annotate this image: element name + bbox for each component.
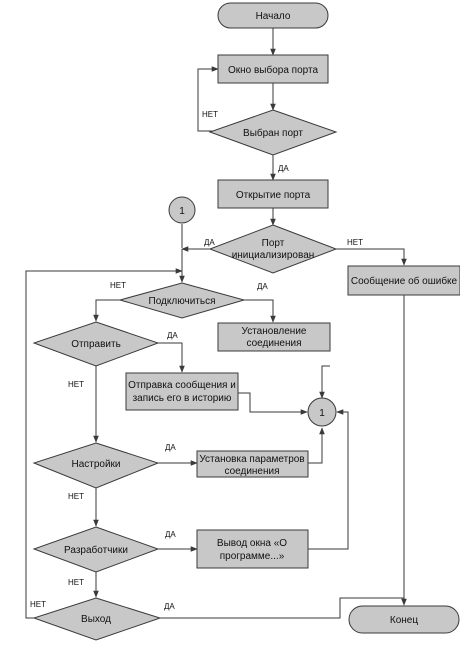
label-no-settings: НЕТ (68, 492, 84, 501)
exit-decision: Выход (32, 597, 162, 641)
label-no-dev: НЕТ (68, 578, 84, 587)
connector-mid-text: 1 (319, 408, 325, 419)
label-no-port: НЕТ (202, 110, 218, 119)
label-no-exit: НЕТ (30, 600, 46, 609)
label-yes-dev: ДА (165, 530, 176, 539)
label-yes-port: ДА (278, 164, 289, 173)
about-text-2: программе...» (220, 551, 285, 562)
start-text: Начало (256, 11, 291, 22)
label-yes-settings: ДА (165, 443, 176, 452)
edge-connect-yes-to-establish (244, 299, 276, 323)
edge-connect-no-to-send (93, 299, 120, 322)
developers-text: Разработчики (64, 544, 128, 556)
settings-decision: Настройки (32, 442, 160, 489)
set-params-text-1: Установка параметров (199, 454, 304, 465)
open-port-process: Открытие порта (217, 179, 329, 209)
label-no-connect: НЕТ (110, 281, 126, 290)
start-terminal: Начало (217, 2, 329, 29)
edge-send-msg-to-connector (238, 392, 308, 415)
send-text: Отправить (71, 339, 121, 350)
port-init-text-2: инициализирован (232, 250, 315, 261)
connector-top: 1 (168, 196, 196, 224)
port-window-process: Окно выбора порта (217, 54, 329, 84)
exit-text: Выход (81, 614, 111, 625)
nodes: Начало Окно выбора порта Выбран порт Отк… (32, 2, 460, 641)
about-process: Вывод окна «О программе...» (196, 529, 309, 569)
connect-text: Подключиться (149, 296, 216, 307)
error-message-text: Сообщение об ошибке (351, 275, 458, 287)
edge-establish-to-connector (319, 365, 330, 399)
send-decision: Отправить (32, 321, 160, 367)
label-yes-init: ДА (204, 238, 215, 247)
port-init-text-1: Порт (262, 238, 285, 249)
establish-text-2: соединения (246, 338, 301, 349)
label-yes-exit: ДА (164, 602, 175, 611)
error-message-process: Сообщение об ошибке (347, 265, 460, 296)
send-message-text-1: Отправка сообщения и (128, 379, 236, 391)
port-chosen-text: Выбран порт (243, 127, 303, 139)
edge-labels: НЕТ ДА ДА НЕТ НЕТ ДА ДА НЕТ ДА НЕТ ДА НЕ… (30, 110, 363, 611)
connector-top-text: 1 (179, 206, 185, 217)
edge-send-yes-to-send-msg (158, 342, 185, 373)
port-window-text: Окно выбора порта (228, 64, 318, 76)
label-no-init: НЕТ (347, 238, 363, 247)
port-init-decision: Порт инициализирован (208, 224, 338, 274)
edge-port-init-no-to-error (336, 248, 407, 266)
about-text-1: Вывод окна «О (217, 538, 287, 549)
connector-mid: 1 (307, 397, 337, 427)
end-text: Конец (390, 615, 418, 626)
establish-process: Установление соединения (217, 322, 331, 352)
establish-text-1: Установление (242, 326, 307, 337)
open-port-text: Открытие порта (236, 190, 311, 201)
send-message-text-2: запись его в историю (133, 393, 232, 404)
edge-params-to-connector (308, 427, 325, 464)
edge-port-chosen-no-loop (197, 66, 219, 132)
edges (25, 28, 407, 619)
edge-exit-no-loop (25, 268, 183, 619)
connect-decision: Подключиться (118, 282, 246, 319)
label-yes-connect: ДА (257, 282, 268, 291)
set-params-text-2: соединения (224, 466, 279, 477)
label-yes-send: ДА (167, 331, 178, 340)
port-chosen-decision: Выбран порт (208, 109, 338, 156)
settings-text: Настройки (71, 459, 120, 470)
edge-about-to-connector (308, 409, 349, 550)
developers-decision: Разработчики (32, 526, 160, 573)
set-params-process: Установка параметров соединения (196, 450, 309, 478)
label-no-send: НЕТ (68, 380, 84, 389)
send-message-process: Отправка сообщения и запись его в истори… (125, 372, 239, 411)
end-terminal: Конец (348, 605, 460, 634)
edge-exit-yes-to-end (160, 597, 404, 619)
